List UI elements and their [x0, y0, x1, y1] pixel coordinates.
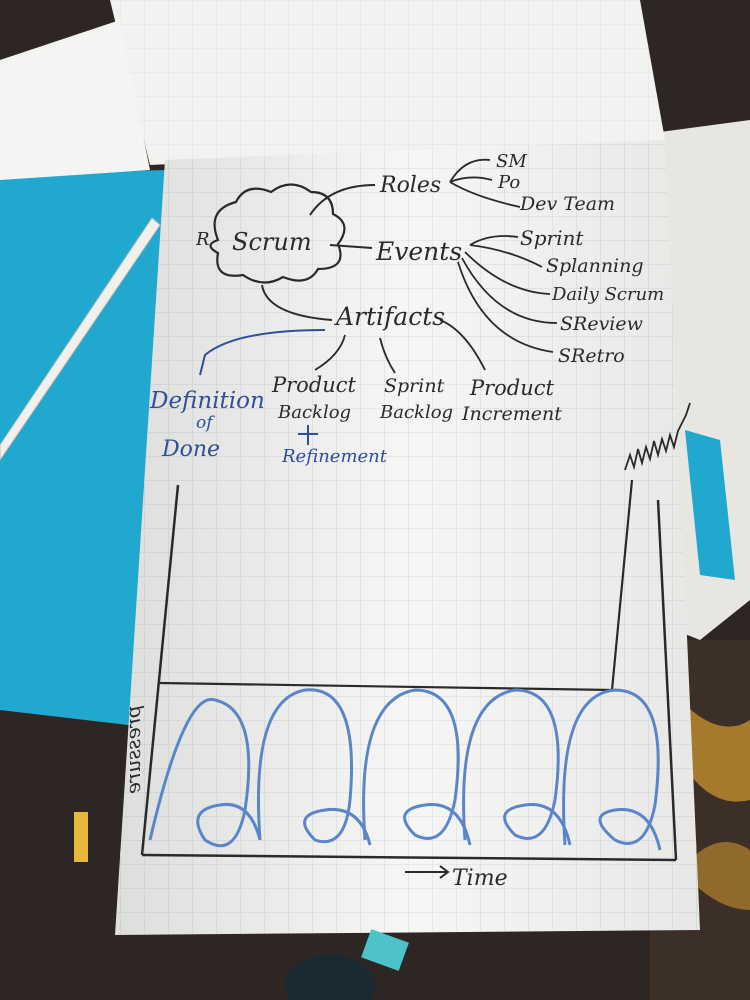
- x-axis-label: Time: [452, 866, 508, 891]
- roles-bracket: [449, 158, 521, 208]
- cyan-folder-right: [685, 430, 735, 580]
- loop-5: [562, 688, 662, 851]
- dod-line3: Done: [161, 437, 220, 462]
- pi-line2: Increment: [461, 403, 562, 425]
- cyan-folder: [0, 170, 170, 730]
- y-axis-label: pressure: [121, 705, 145, 794]
- dod-line1: Definition: [149, 388, 265, 414]
- pb-line2: Backlog: [277, 402, 351, 423]
- sketch-right-wall: [656, 499, 678, 861]
- role-sm: SM: [496, 151, 527, 172]
- event-sprint: Sprint: [520, 226, 584, 250]
- pb-line1: Product: [271, 373, 357, 397]
- loop-group: [148, 688, 662, 851]
- scrum-cloud: [209, 183, 346, 284]
- loop-3: [362, 688, 472, 846]
- pb-line3: Refinement: [281, 446, 388, 467]
- sketch-scribble: [624, 402, 691, 471]
- sb-line1: Sprint: [384, 375, 445, 397]
- sketch-y-axis: [140, 484, 180, 856]
- event-sretro: SRetro: [558, 345, 625, 367]
- scrum-label: Scrum: [232, 228, 312, 256]
- events-label: Events: [375, 237, 462, 266]
- event-daily-scrum: Daily Scrum: [551, 284, 664, 305]
- role-po: Po: [497, 172, 520, 193]
- loop-2: [256, 688, 372, 846]
- plus-mark: [298, 425, 318, 445]
- artifacts-fan: [314, 319, 486, 374]
- artifacts-branch-line: [261, 284, 333, 321]
- sb-line2: Backlog: [379, 402, 453, 423]
- sketch-x-axis: [141, 853, 677, 862]
- yellow-sticky-note: [74, 812, 88, 862]
- flipchart-shade: [115, 140, 700, 935]
- events-fan: [457, 235, 558, 353]
- marker-scribble: R: [195, 229, 210, 250]
- top-left-paper: [0, 20, 150, 180]
- carpet-pattern-3: [690, 842, 750, 910]
- events-branch-line: [329, 244, 373, 249]
- shoe: [285, 955, 375, 1000]
- artifacts-label: Artifacts: [334, 302, 445, 331]
- pi-line1: Product: [469, 376, 555, 400]
- event-splanning: Splanning: [546, 255, 644, 277]
- loop-1: [148, 697, 262, 848]
- dod-line2: of: [196, 413, 215, 433]
- spiral-binding: [0, 217, 161, 461]
- time-arrow: [405, 865, 450, 879]
- roles-branch-line: [309, 184, 376, 216]
- event-sreview: SReview: [560, 313, 643, 335]
- cyan-card: [361, 929, 409, 971]
- artifacts-blue-line: [199, 329, 326, 376]
- carpet-pattern-2: [680, 700, 750, 802]
- roles-label: Roles: [379, 173, 441, 198]
- loop-4: [462, 688, 572, 846]
- back-paper-grid: [110, 0, 665, 165]
- role-devteam: Dev Team: [519, 193, 615, 215]
